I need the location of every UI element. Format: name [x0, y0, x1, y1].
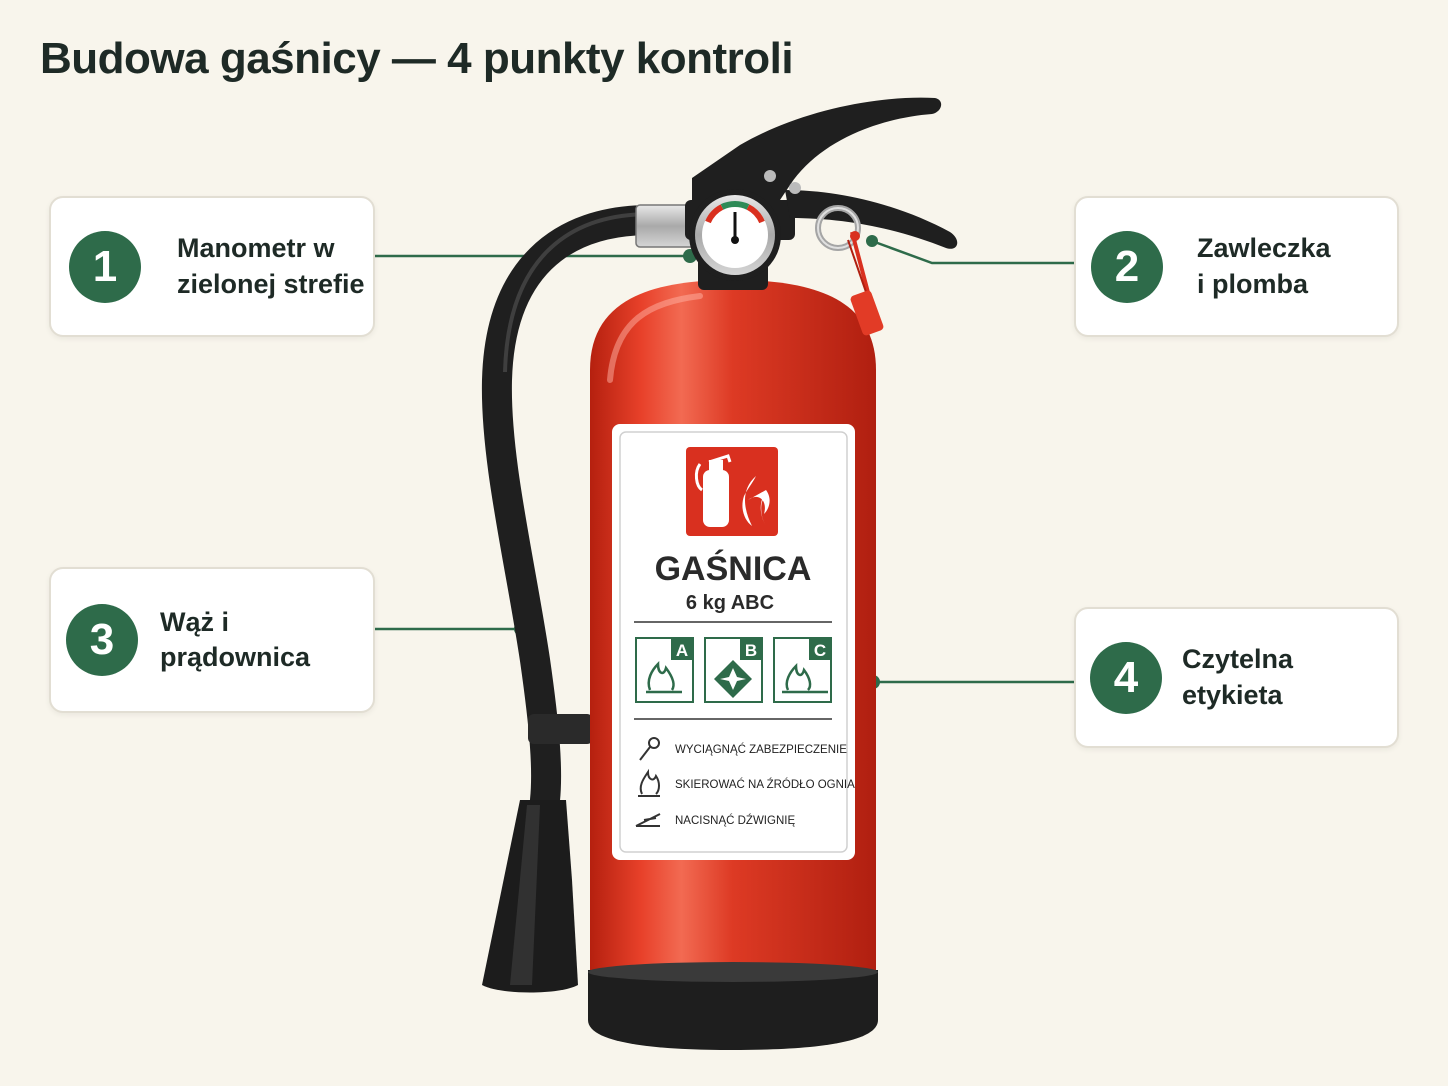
- pressure-gauge-icon: [689, 189, 781, 281]
- instruction-1: WYCIĄGNĄĆ ZABEZPIECZENIE: [675, 743, 847, 756]
- callout-text-2: Zawleczka i plomba: [1197, 233, 1331, 299]
- pin-pull-icon: [639, 737, 660, 761]
- fire-class-b-letter: B: [745, 641, 757, 660]
- callout-number-4: 4: [1090, 641, 1162, 714]
- callout-number-1: 1: [69, 230, 141, 303]
- instruction-2: SKIEROWAĆ NA ŹRÓDŁO OGNIA: [675, 778, 855, 791]
- fire-class-c: C: [773, 637, 832, 703]
- callout-text-3: Wąż i prądownica: [160, 606, 311, 672]
- carry-handle: [692, 97, 942, 200]
- hose-bracket: [528, 714, 593, 744]
- callout-card-2: 2 Zawleczka i plomba: [1074, 196, 1399, 337]
- flame-aim-icon: [638, 768, 660, 797]
- label-heading: GAŚNICA: [655, 550, 812, 588]
- callout-number-3: 3: [66, 604, 138, 676]
- squeeze-lever-icon: [635, 813, 661, 827]
- fire-extinguisher-sign-icon: [686, 447, 778, 536]
- callout-number-2: 2: [1091, 230, 1163, 303]
- callout-text-4: Czytelna etykieta: [1182, 644, 1294, 710]
- label-subheading: 6 kg ABC: [686, 592, 774, 614]
- callout-card-3: 3 Wąż i prądownica: [49, 567, 375, 713]
- squeeze-lever: [785, 190, 958, 249]
- callout-text-1: Manometr w zielonej strefie: [177, 233, 365, 299]
- instruction-3: NACISNĄĆ DŹWIGNIĘ: [675, 814, 795, 827]
- cylinder-base: [588, 970, 878, 1050]
- fire-class-b: B: [704, 637, 763, 703]
- callout-card-1: 1 Manometr w zielonej strefie: [49, 196, 375, 337]
- leader-dot-2: [866, 235, 878, 247]
- callout-card-4: 4 Czytelna etykieta: [1074, 607, 1399, 748]
- fire-class-c-letter: C: [814, 641, 826, 660]
- leader-line-2: [871, 239, 1076, 265]
- tamper-seal-icon: [847, 231, 884, 336]
- fire-class-a: A: [635, 637, 694, 703]
- safety-pin-icon: [815, 205, 861, 251]
- fire-class-a-letter: A: [676, 641, 688, 660]
- page-title: Budowa gaśnicy — 4 punkty kontroli: [40, 34, 794, 83]
